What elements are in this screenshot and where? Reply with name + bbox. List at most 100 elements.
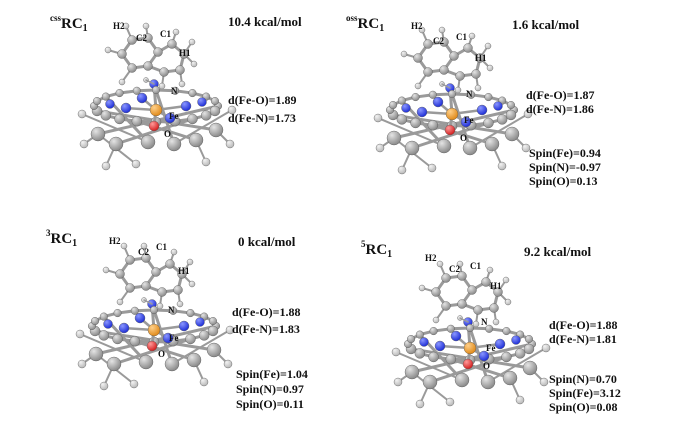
bond bbox=[377, 117, 445, 147]
carbon-atom bbox=[157, 287, 167, 297]
carbon-atom bbox=[151, 85, 160, 94]
bond bbox=[145, 79, 155, 85]
carbon-atom-large bbox=[108, 136, 124, 152]
panel-css-atom-h1: H1 bbox=[179, 48, 191, 58]
carbon-atom bbox=[389, 101, 398, 110]
carbon-atom bbox=[127, 35, 137, 45]
iron-atom bbox=[149, 103, 163, 117]
carbon-atom bbox=[127, 63, 137, 73]
hydrogen-atom bbox=[122, 22, 130, 30]
hydrogen-atom bbox=[131, 159, 141, 169]
carbon-atom bbox=[483, 117, 494, 129]
panel-quintet-atom-h1: H1 bbox=[490, 281, 502, 291]
carbon-atom bbox=[473, 305, 483, 315]
panel-triplet-label: 3RC1 bbox=[46, 228, 78, 249]
carbon-atom-large bbox=[462, 140, 478, 156]
carbon-atom-large bbox=[436, 138, 452, 154]
carbon-atom bbox=[449, 51, 459, 61]
carbon-atom-large bbox=[480, 374, 496, 390]
carbon-atom bbox=[467, 285, 477, 295]
hydrogen-atom bbox=[190, 60, 198, 68]
carbon-atom bbox=[523, 343, 535, 355]
hydrogen-atom bbox=[116, 298, 124, 306]
nitrogen-atom-pyrrole bbox=[511, 335, 521, 345]
carbon-atom bbox=[471, 69, 481, 79]
molecule-panel-oss bbox=[373, 26, 533, 175]
carbon-atom bbox=[429, 327, 438, 336]
nitrogen-atom-pyrrole bbox=[416, 106, 428, 118]
hydrogen-atom bbox=[199, 377, 209, 387]
carbon-atom bbox=[132, 86, 141, 95]
panel-triplet-spin-o: Spin(O)=0.11 bbox=[236, 397, 304, 411]
panel-oss-atom-n: N bbox=[466, 89, 473, 99]
panel-triplet-atom-n: N bbox=[168, 305, 175, 315]
carbon-atom bbox=[397, 96, 406, 105]
carbon-atom bbox=[428, 351, 439, 363]
carbon-atom bbox=[496, 114, 508, 125]
carbon-atom-large bbox=[138, 354, 154, 370]
carbon-atom bbox=[125, 283, 135, 293]
nitrogen-atom-pyrrole bbox=[476, 104, 488, 116]
carbon-atom bbox=[159, 67, 169, 77]
iron-atom bbox=[463, 341, 477, 355]
carbon-atom-large bbox=[188, 132, 204, 148]
hydrogen-atom bbox=[188, 38, 196, 46]
hydrogen-atom bbox=[227, 105, 237, 115]
hydrogen-atom bbox=[79, 139, 89, 149]
panel-css-atom-h2: H2 bbox=[113, 21, 125, 31]
hydrogen-atom bbox=[156, 302, 164, 310]
oxygen-atom bbox=[444, 124, 456, 136]
carbon-atom bbox=[187, 113, 198, 125]
carbon-atom bbox=[441, 273, 451, 283]
bond bbox=[395, 351, 463, 381]
bond bbox=[469, 113, 529, 149]
carbon-atom bbox=[431, 287, 441, 297]
hydrogen-atom bbox=[120, 242, 128, 250]
hydrogen-atom bbox=[223, 359, 233, 369]
nitrogen-atom-pyrrole bbox=[178, 320, 190, 332]
hydrogen-atom bbox=[397, 165, 407, 175]
nitrogen-atom-pyrrole bbox=[120, 102, 132, 114]
hydrogen-atom bbox=[201, 157, 211, 167]
carbon-atom bbox=[115, 89, 124, 98]
hydrogen-atom bbox=[468, 32, 476, 40]
nitrogen-atom-pyrrole bbox=[180, 100, 192, 112]
panel-oss-spin-fe: Spin(Fe)=0.94 bbox=[529, 146, 601, 160]
hydrogen-atom bbox=[188, 280, 196, 288]
nitrogen-atom-pyrrole bbox=[162, 332, 174, 344]
panel-quintet-energy: 9.2 kcal/mol bbox=[524, 244, 592, 259]
carbon-atom bbox=[410, 117, 421, 129]
panel-quintet-atom-c2: C2 bbox=[449, 264, 460, 274]
hydrogen-atom bbox=[504, 298, 512, 306]
panel-triplet-spin-n: Spin(N)=0.97 bbox=[236, 382, 304, 396]
carbon-atom bbox=[489, 303, 499, 313]
hydrogen-atom bbox=[118, 78, 126, 86]
hydrogen-atom bbox=[427, 163, 437, 173]
carbon-atom bbox=[179, 49, 189, 59]
carbon-atom bbox=[457, 299, 467, 309]
carbon-atom-large bbox=[504, 126, 520, 142]
panel-triplet-atom-h2: H2 bbox=[109, 236, 121, 246]
panel-quintet-atom-c1: C1 bbox=[470, 261, 481, 271]
molecule-panel-quintet bbox=[391, 260, 551, 409]
panel-quintet-measure-fe-n: d(Fe-N)=1.81 bbox=[549, 332, 617, 346]
oxygen-atom bbox=[462, 358, 474, 370]
panel-triplet-atom-c1: C1 bbox=[156, 242, 167, 252]
carbon-atom bbox=[177, 269, 187, 279]
hydrogen-atom bbox=[539, 377, 549, 387]
carbon-atom bbox=[141, 253, 151, 263]
hydrogen-atom bbox=[101, 161, 111, 171]
carbon-atom bbox=[99, 312, 108, 321]
carbon-atom bbox=[101, 92, 110, 101]
carbon-atom bbox=[143, 61, 153, 71]
panel-triplet-atom-o: O bbox=[158, 349, 166, 359]
carbon-atom-large bbox=[208, 122, 224, 138]
panel-quintet-label: 5RC1 bbox=[361, 239, 393, 260]
carbon-atom-large bbox=[206, 342, 222, 358]
hydrogen-atom bbox=[438, 26, 446, 34]
carbon-atom bbox=[143, 33, 153, 43]
panel-quintet-spin-o: Spin(O)=0.08 bbox=[549, 400, 618, 414]
nitrogen-atom-pyrrole bbox=[460, 116, 472, 128]
carbon-atom bbox=[130, 306, 139, 315]
